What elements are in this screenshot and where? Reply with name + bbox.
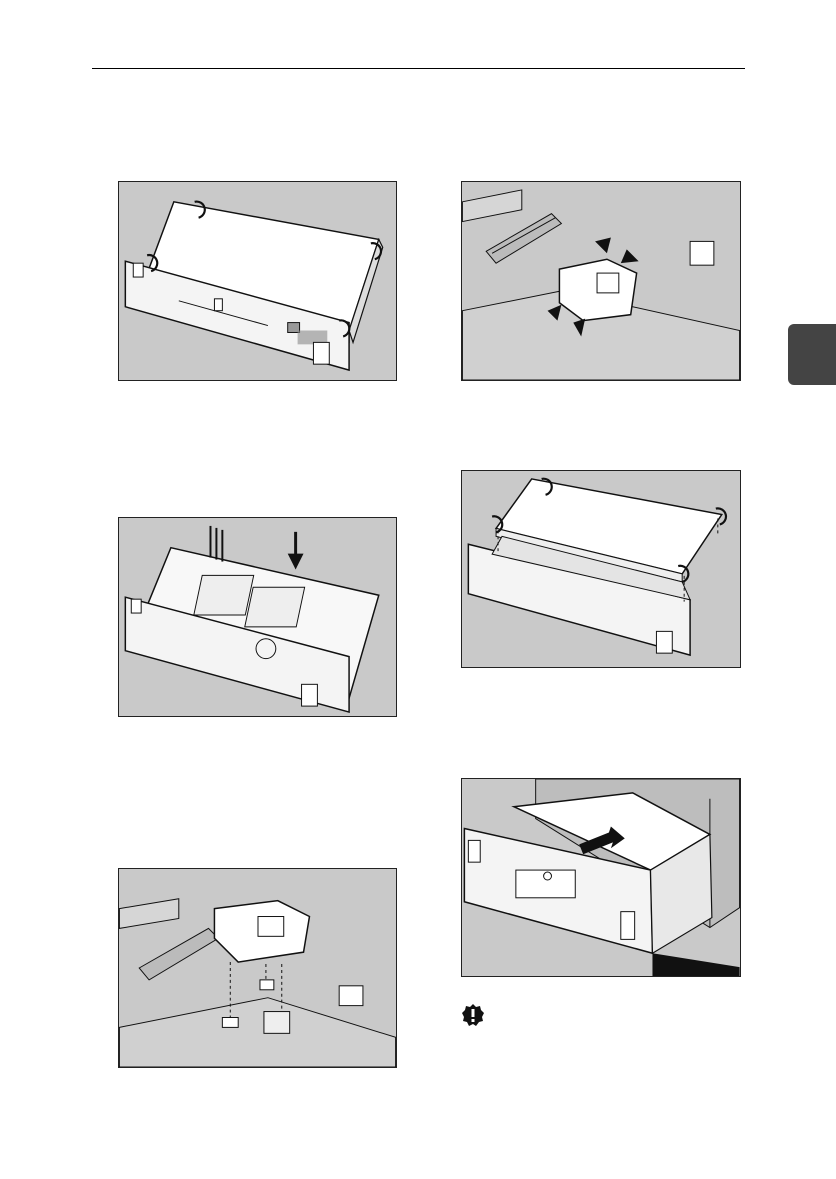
figure-cover-screws [118,181,397,381]
figure-module-seated [461,181,741,381]
figure-controller-board [118,517,397,717]
important-icon [462,1004,484,1026]
figure-module-connectors [118,868,397,1068]
figure-board-insert [461,778,741,977]
header-rule [92,68,745,69]
chapter-tab [788,324,836,385]
figure-cover-reattach [461,470,741,668]
